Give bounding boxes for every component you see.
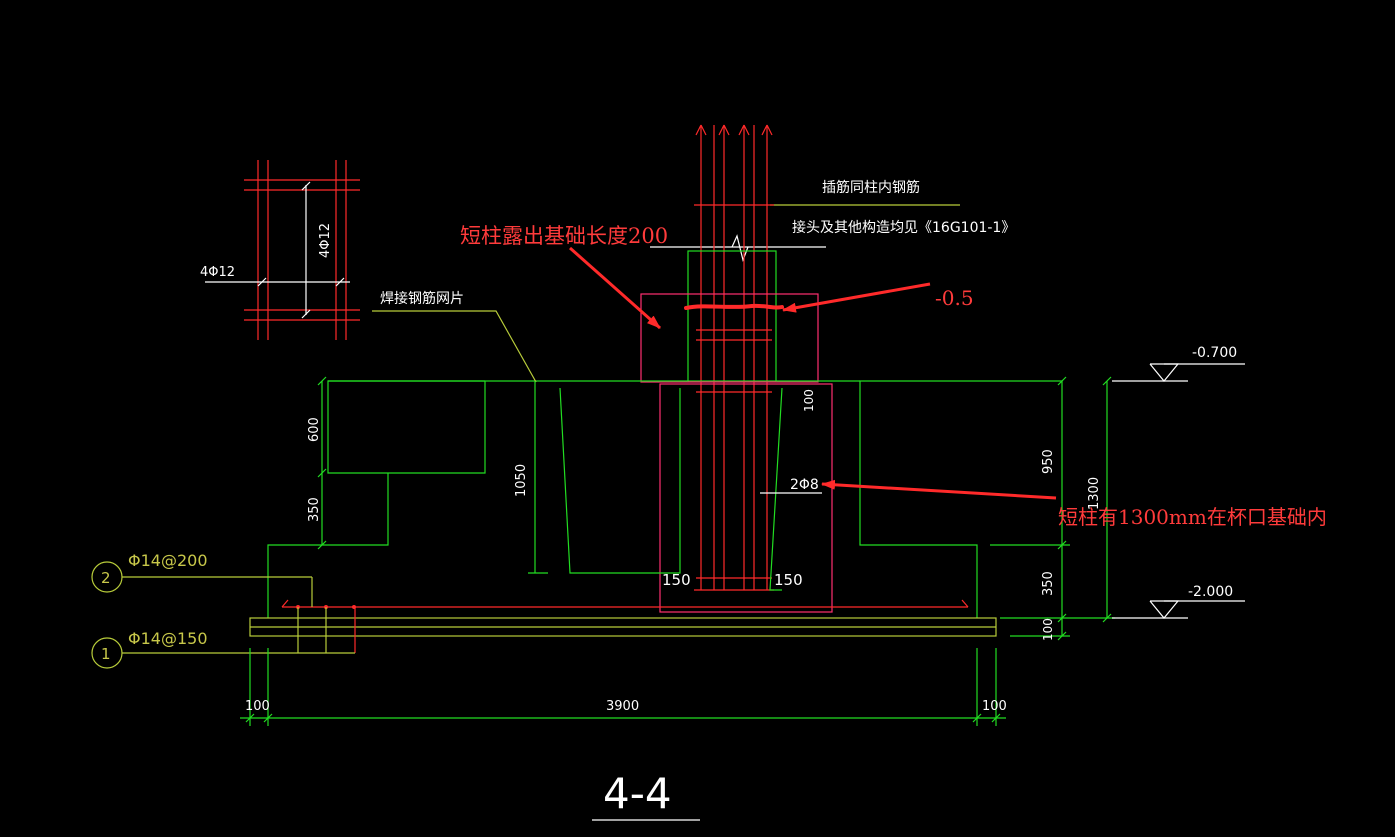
rebar-note-line-1: 插筋同柱内钢筋 — [822, 179, 920, 196]
dim-1050: 1050 — [514, 464, 529, 497]
bar-2-id: 2 — [101, 569, 111, 587]
weld-mesh-leader — [372, 310, 537, 383]
elevation-bottom-label: -2.000 — [1188, 584, 1233, 600]
level-marker-stroke — [684, 303, 784, 310]
annotation-short-column-in-cup: 短柱有1300mm在杯口基础内 — [1058, 505, 1327, 529]
dim-150-right: 150 — [774, 571, 803, 589]
dim-100-cup: 100 — [802, 389, 816, 412]
dim-100-bottom-left: 100 — [245, 699, 270, 714]
arrow-in-cup — [821, 479, 1057, 500]
bottom-dimension-lines — [240, 648, 1006, 726]
column-reinforcement — [694, 124, 774, 591]
annotation-short-column-exposed: 短柱露出基础长度200 — [460, 224, 668, 248]
section-rebar-vertical-label: 4Φ12 — [318, 223, 333, 258]
section-title: 4-4 — [603, 769, 672, 818]
bar-callout-2 — [91, 561, 313, 607]
cup-foundation-outline — [249, 380, 1062, 637]
right-dimension-lines — [990, 376, 1115, 641]
rebar-note-line-2: 接头及其他构造均见《16G101-1》 — [792, 219, 1015, 236]
elevation-mark-bottom — [1112, 600, 1245, 619]
weld-mesh-label: 焊接钢筋网片 — [380, 290, 464, 307]
dim-950: 950 — [1041, 449, 1056, 474]
column-above-ground — [687, 250, 777, 382]
elevation-top-label: -0.700 — [1192, 345, 1237, 361]
bar-callout-1 — [91, 607, 355, 669]
dim-600: 600 — [307, 417, 322, 442]
bar-2-spec: Φ14@200 — [128, 551, 208, 570]
stirrup-label: 2Φ8 — [790, 477, 819, 493]
exposed-short-column-outline — [640, 293, 819, 383]
dim-350-left: 350 — [307, 497, 322, 522]
arrow-level-mark — [782, 282, 931, 313]
arrow-exposed-length — [569, 246, 661, 330]
dim-350-right: 350 — [1041, 571, 1056, 596]
annotation-level-mark: -0.5 — [935, 286, 974, 310]
section-rebar-horizontal-label: 4Φ12 — [200, 265, 235, 280]
cup-short-column-outline — [659, 383, 833, 613]
left-dimension-lines — [317, 376, 548, 574]
bar-1-id: 1 — [101, 645, 111, 663]
dim-150-left: 150 — [662, 571, 691, 589]
column-section-detail — [205, 160, 360, 340]
dim-3900: 3900 — [606, 699, 639, 714]
elevation-mark-top — [1112, 363, 1245, 382]
dim-100-bottom-right: 100 — [982, 699, 1007, 714]
bar-1-spec: Φ14@150 — [128, 629, 208, 648]
bottom-rebar-mesh — [281, 599, 969, 653]
dim-1300: 1300 — [1087, 477, 1102, 510]
dim-100-right: 100 — [1041, 618, 1055, 641]
